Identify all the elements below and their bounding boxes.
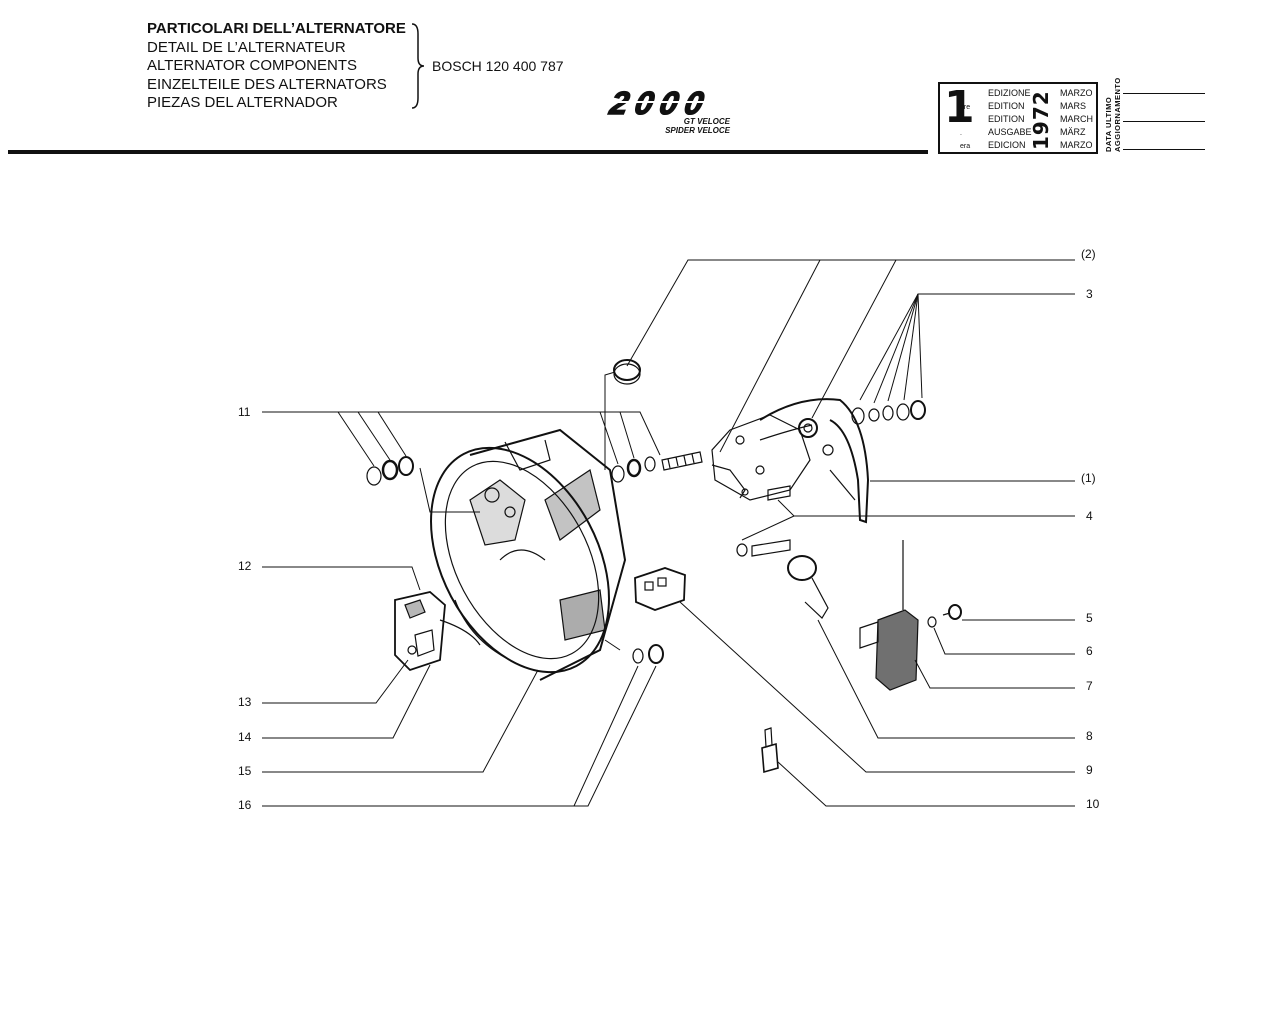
alternator-housing: [430, 428, 627, 681]
title-french: DETAIL DE L’ALTERNATEUR: [147, 38, 346, 56]
nut-set-3: [851, 400, 926, 425]
cable-terminal: [761, 727, 779, 774]
callout-12: 12: [238, 559, 252, 573]
rubber-boot: [787, 555, 829, 619]
plug-connector: [634, 567, 686, 611]
model-variants: GT VELOCE SPIDER VELOCE: [640, 117, 730, 135]
edition-label: EDITION: [988, 114, 1025, 124]
leader-lines: [262, 259, 1075, 807]
callout-8: 8: [1086, 729, 1093, 743]
washer-set-left: [366, 456, 414, 486]
edition-months: MARZO MARS MARCH MÄRZ MARZO: [1060, 87, 1093, 152]
title-block: PARTICOLARI DELL’ALTERNATORE DETAIL DE L…: [147, 20, 406, 113]
title-english: ALTERNATOR COMPONENTS: [147, 57, 358, 74]
edition-label: EDITION: [988, 101, 1025, 111]
edition-label: EDICION: [988, 140, 1026, 150]
callout-3: 3: [1086, 287, 1093, 301]
screw-5-6: [927, 604, 962, 628]
edition-ordinals: a ere st . era: [960, 88, 970, 153]
callout-9: 9: [1086, 763, 1093, 777]
brace-icon: [411, 23, 425, 109]
callout-4: 4: [1086, 509, 1093, 523]
callout-6: 6: [1086, 644, 1093, 658]
callout-7: 7: [1086, 679, 1093, 693]
variant-gt: GT VELOCE: [683, 117, 730, 126]
model-logo: 2000: [606, 88, 728, 118]
callout-11: 11: [238, 405, 251, 419]
title-spanish: PIEZAS DEL ALTERNADOR: [147, 94, 338, 111]
edition-number: 1: [944, 82, 975, 133]
ordinal: a: [960, 91, 964, 98]
rear-cover: [711, 398, 870, 524]
header-rule: [8, 150, 928, 154]
ordinal: ere: [960, 104, 971, 111]
update-line: [1123, 121, 1205, 122]
title-italian: PARTICOLARI DELL’ALTERNATORE: [147, 20, 406, 37]
edition-month: MARS: [1060, 101, 1087, 111]
callout-2: (2): [1081, 247, 1096, 261]
callout-1: (1): [1081, 471, 1096, 485]
dust-cap: [613, 359, 641, 385]
ordinal: .: [960, 130, 962, 137]
callout-15: 15: [238, 764, 252, 778]
callout-13: 13: [238, 695, 252, 709]
capacitor: [859, 540, 919, 691]
edition-labels: EDIZIONE EDITION EDITION AUSGABE EDICION: [988, 87, 1032, 152]
screw-4: [736, 485, 791, 557]
brush-holder: [394, 591, 481, 672]
edition-box: [938, 82, 1098, 154]
edition-month: MARZO: [1060, 140, 1093, 150]
callout-14: 14: [238, 730, 252, 744]
callout-5: 5: [1086, 611, 1093, 625]
bolt-set-upper: [611, 451, 703, 483]
edition-month: MARZO: [1060, 88, 1093, 98]
title-german: EINZELTEILE DES ALTERNATORS: [147, 75, 387, 93]
ordinal: era: [960, 143, 971, 150]
callout-16: 16: [238, 798, 252, 812]
callout-10: 10: [1086, 797, 1100, 811]
ordinal: st: [960, 117, 966, 124]
edition-month: MÄRZ: [1060, 127, 1086, 137]
edition-label: EDIZIONE: [988, 88, 1031, 98]
nut-set-16: [632, 644, 664, 664]
edition-label: AUSGABE: [988, 127, 1032, 137]
edition-month: MARCH: [1060, 114, 1093, 124]
update-line: [1123, 149, 1205, 150]
part-number: BOSCH 120 400 787: [432, 58, 564, 74]
update-line: [1123, 93, 1205, 94]
variant-spider: SPIDER VELOCE: [665, 126, 730, 135]
